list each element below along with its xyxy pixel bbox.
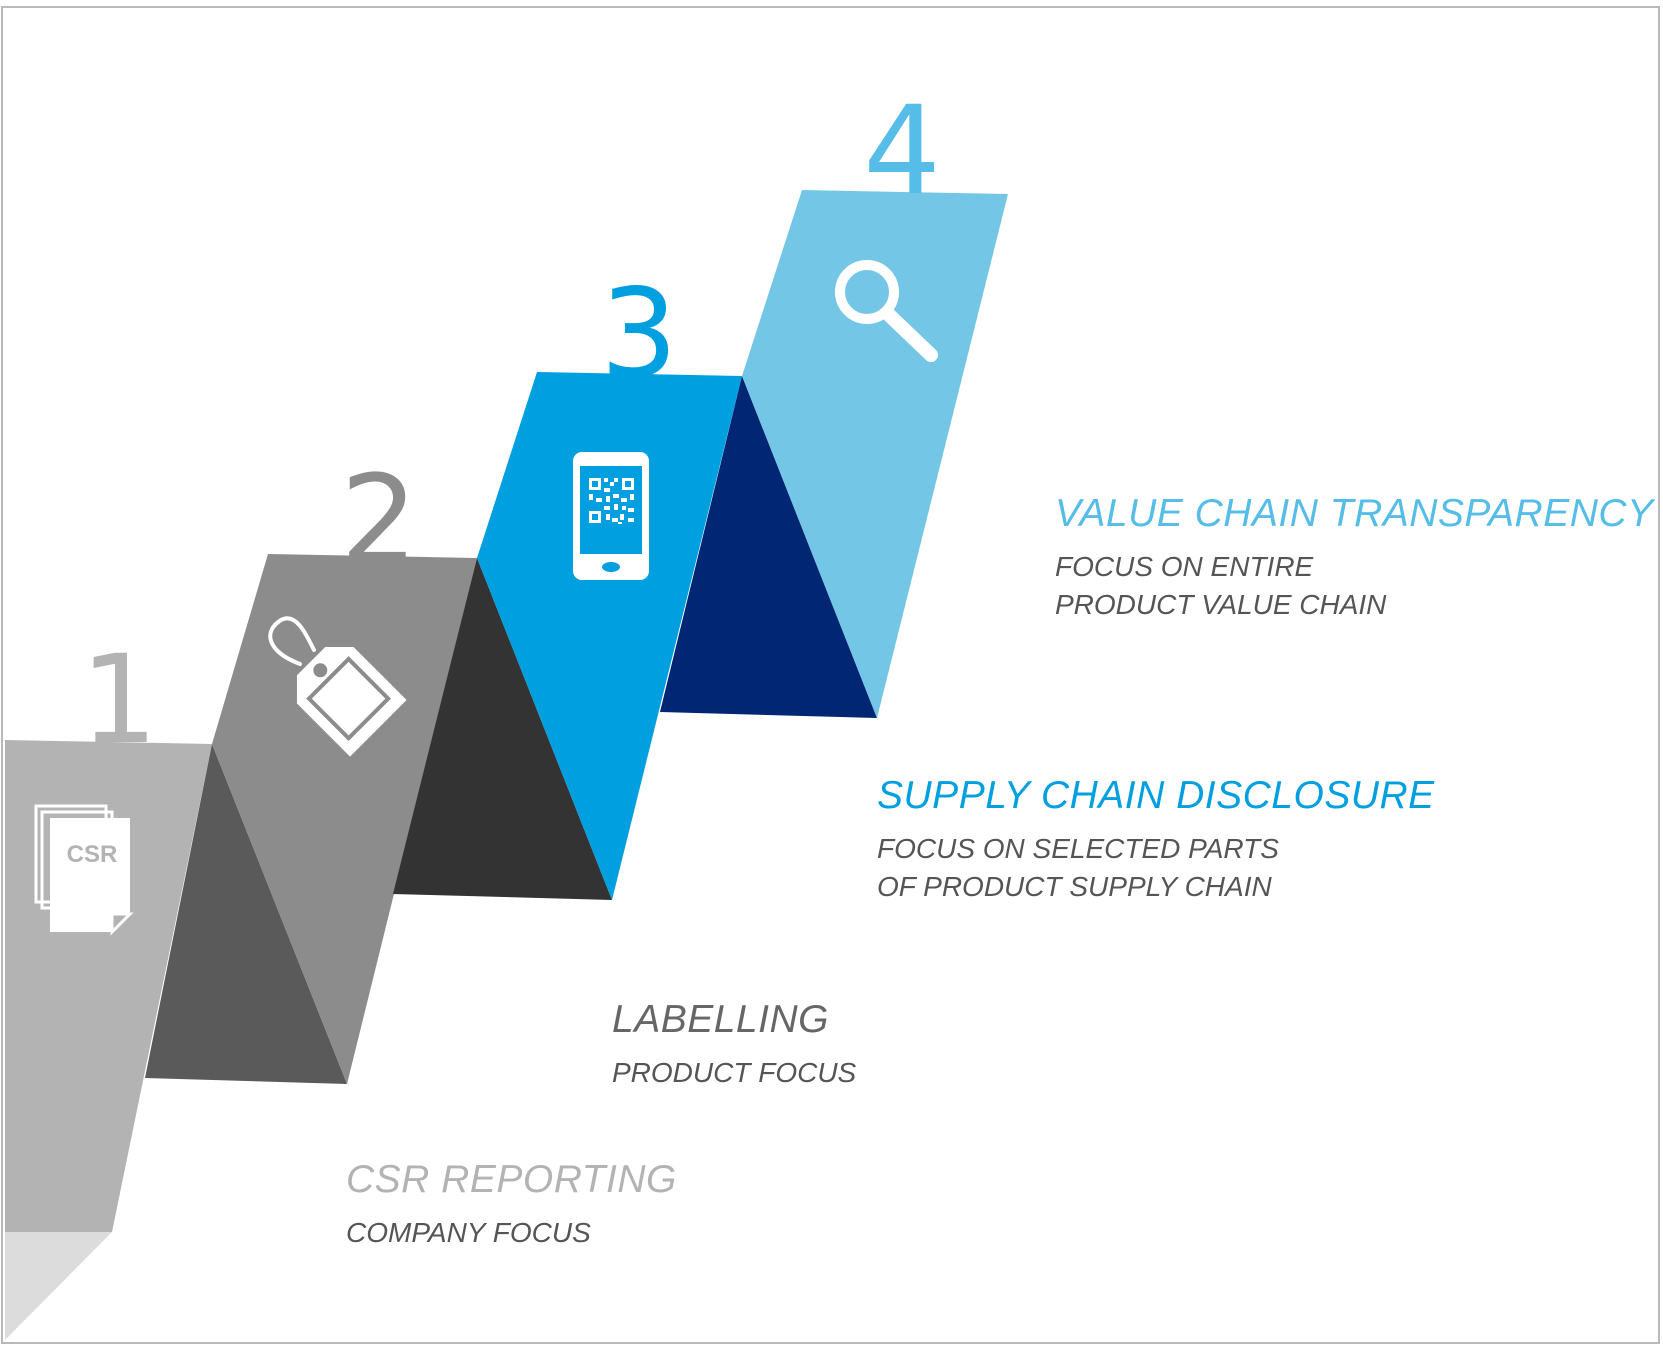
step-1-title: CSR REPORTING	[346, 1158, 677, 1201]
step-2-title: LABELLING	[612, 998, 829, 1041]
step-3-title: SUPPLY CHAIN DISCLOSURE	[877, 774, 1435, 817]
step-2-label: LABELLING PRODUCT FOCUS	[612, 1000, 856, 1092]
step-2-fold	[393, 558, 612, 900]
step-3-number: 3	[600, 263, 678, 405]
csr-icon-label: CSR	[67, 841, 118, 868]
csr-document-icon: CSR	[34, 804, 134, 936]
price-tag-icon	[268, 616, 407, 757]
step-3-line-1: FOCUS ON SELECTED PARTS	[877, 833, 1279, 864]
magnifier-icon	[835, 260, 938, 362]
step-1-fold	[145, 744, 347, 1084]
step-1-line-1: COMPANY FOCUS	[346, 1217, 591, 1248]
step-4-label: VALUE CHAIN TRANSPARENCY FOCUS ON ENTIRE…	[1055, 494, 1654, 624]
step-3-panel	[477, 372, 742, 900]
step-4-line-2: PRODUCT VALUE CHAIN	[1055, 589, 1387, 620]
step-2-panel	[212, 554, 477, 1084]
step-3-label: SUPPLY CHAIN DISCLOSURE FOCUS ON SELECTE…	[877, 776, 1435, 906]
step-4-line-1: FOCUS ON ENTIRE	[1055, 551, 1314, 582]
smartphone-qr-icon	[573, 452, 649, 580]
step-1-number: 1	[80, 629, 158, 771]
step-2-line-1: PRODUCT FOCUS	[612, 1057, 857, 1088]
step-2-number: 2	[340, 449, 418, 591]
step-4-number: 4	[863, 80, 941, 222]
step-3-line-2: OF PRODUCT SUPPLY CHAIN	[877, 871, 1272, 902]
step-4-panel	[742, 190, 1008, 718]
step-3-fold	[660, 376, 877, 718]
step-1-label: CSR REPORTING COMPANY FOCUS	[346, 1160, 677, 1252]
step-4-title: VALUE CHAIN TRANSPARENCY	[1055, 492, 1654, 535]
floor-fold	[5, 1232, 112, 1340]
